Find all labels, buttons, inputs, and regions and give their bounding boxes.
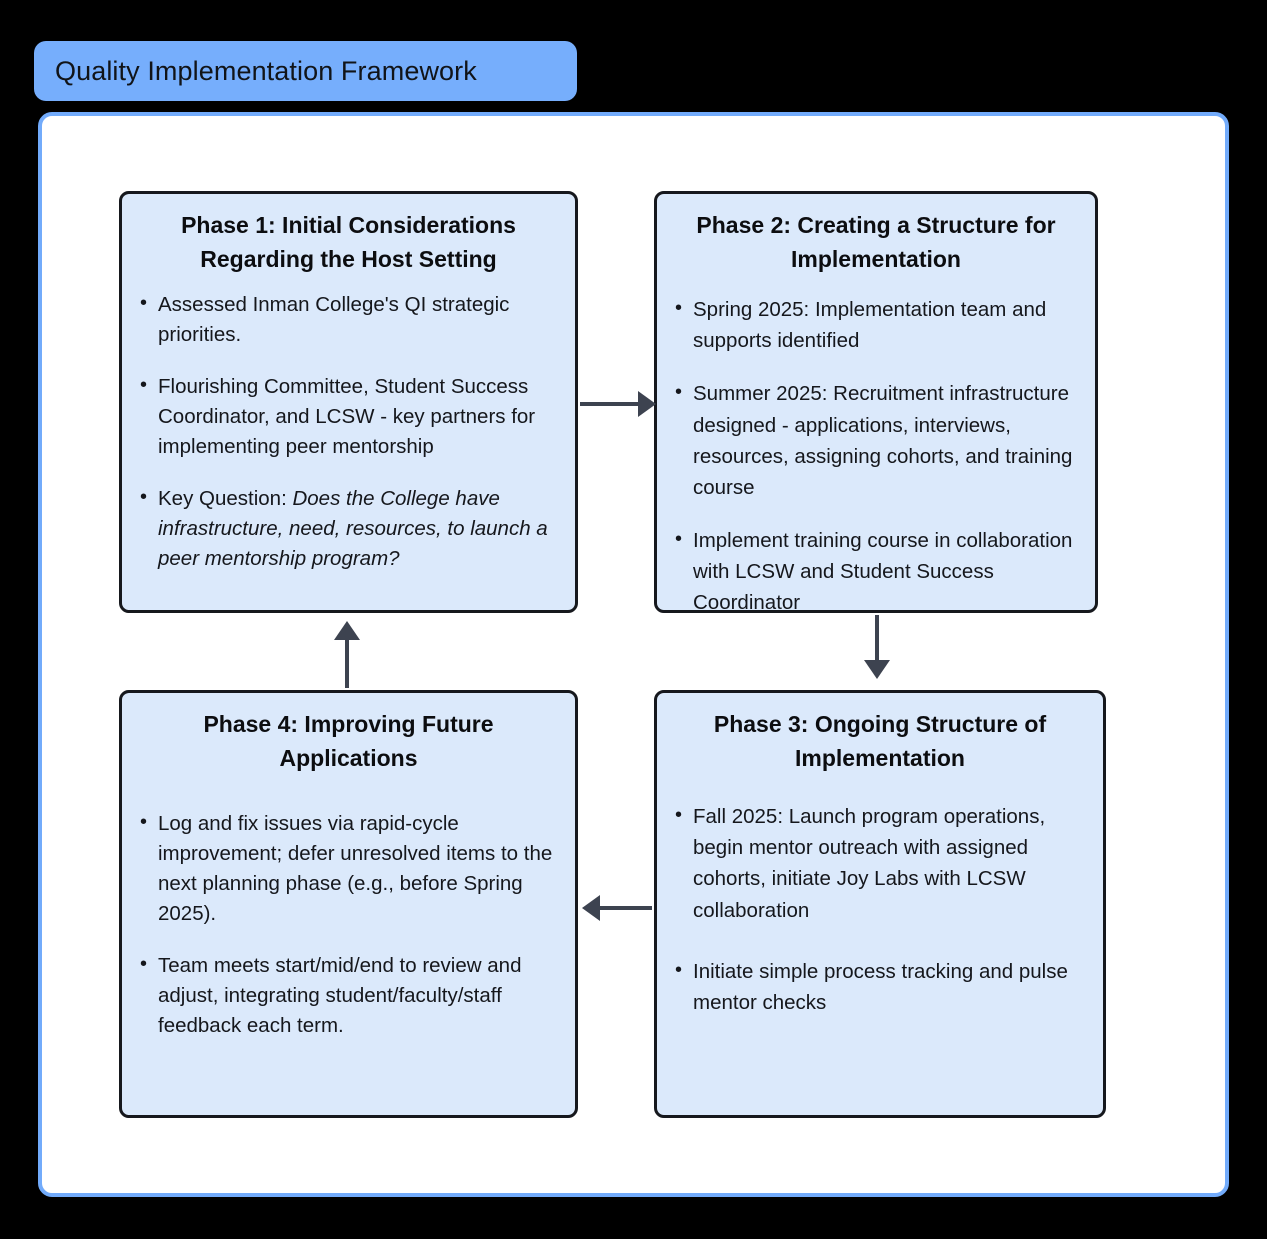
list-item: Initiate simple process tracking and pul… — [673, 955, 1087, 1018]
list-item: Spring 2025: Implementation team and sup… — [673, 293, 1079, 356]
bullet-text: Summer 2025: Recruitment infrastructure … — [693, 382, 1073, 499]
phase-title-phase2: Phase 2: Creating a Structure for Implem… — [696, 212, 1056, 273]
bullet-text: Log and fix issues via rapid-cycle impro… — [158, 812, 553, 925]
phase-bullets-phase4: Log and fix issues via rapid-cycle impro… — [138, 808, 559, 1041]
phase-box-phase1[interactable]: Phase 1: Initial Considerations Regardin… — [119, 191, 578, 613]
phase-title-phase4: Phase 4: Improving Future Applications — [203, 711, 494, 772]
bullet-text-italic: Does the College have infrastructure, ne… — [158, 486, 548, 570]
phase-box-phase2[interactable]: Phase 2: Creating a Structure for Implem… — [654, 191, 1098, 614]
list-item: Implement training course in collaborati… — [673, 524, 1079, 618]
bullet-text: Implement training course in collaborati… — [693, 529, 1073, 615]
list-item: Log and fix issues via rapid-cycle impro… — [138, 808, 559, 929]
bullet-text: Team meets start/mid/end to review and a… — [158, 953, 522, 1037]
arrow-phase4-to-phase1 — [334, 621, 360, 688]
phase-bullets-phase2: Spring 2025: Implementation team and sup… — [673, 293, 1079, 618]
list-item: Flourishing Committee, Student Success C… — [138, 371, 559, 462]
bullet-text: Assessed Inman College's QI strategic pr… — [158, 293, 510, 346]
phase-bullets-phase3: Fall 2025: Launch program operations, be… — [673, 800, 1087, 1018]
phase-title-phase1: Phase 1: Initial Considerations Regardin… — [181, 212, 516, 273]
phase-title-phase3: Phase 3: Ongoing Structure of Implementa… — [713, 711, 1047, 772]
bullet-text: Key Question: — [158, 486, 293, 510]
bullet-text: Initiate simple process tracking and pul… — [693, 959, 1068, 1014]
phase-box-phase4[interactable]: Phase 4: Improving Future Applications L… — [119, 690, 578, 1118]
list-item: Key Question: Does the College have infr… — [138, 483, 559, 574]
bullet-text: Spring 2025: Implementation team and sup… — [693, 298, 1047, 353]
list-item: Team meets start/mid/end to review and a… — [138, 950, 559, 1041]
arrow-phase3-to-phase4 — [582, 895, 652, 921]
diagram-title-pill: Quality Implementation Framework — [34, 41, 577, 101]
page-title: Quality Implementation Framework — [55, 55, 477, 86]
bullet-text: Flourishing Committee, Student Success C… — [158, 374, 536, 458]
bullet-text: Fall 2025: Launch program operations, be… — [693, 805, 1046, 922]
phase-bullets-phase1: Assessed Inman College's QI strategic pr… — [138, 289, 559, 574]
phase-box-phase3[interactable]: Phase 3: Ongoing Structure of Implementa… — [654, 690, 1106, 1118]
arrow-phase2-to-phase3 — [864, 615, 890, 679]
arrow-phase1-to-phase2 — [580, 391, 656, 417]
list-item: Fall 2025: Launch program operations, be… — [673, 800, 1087, 926]
list-item: Assessed Inman College's QI strategic pr… — [138, 289, 559, 350]
list-item: Summer 2025: Recruitment infrastructure … — [673, 377, 1079, 503]
